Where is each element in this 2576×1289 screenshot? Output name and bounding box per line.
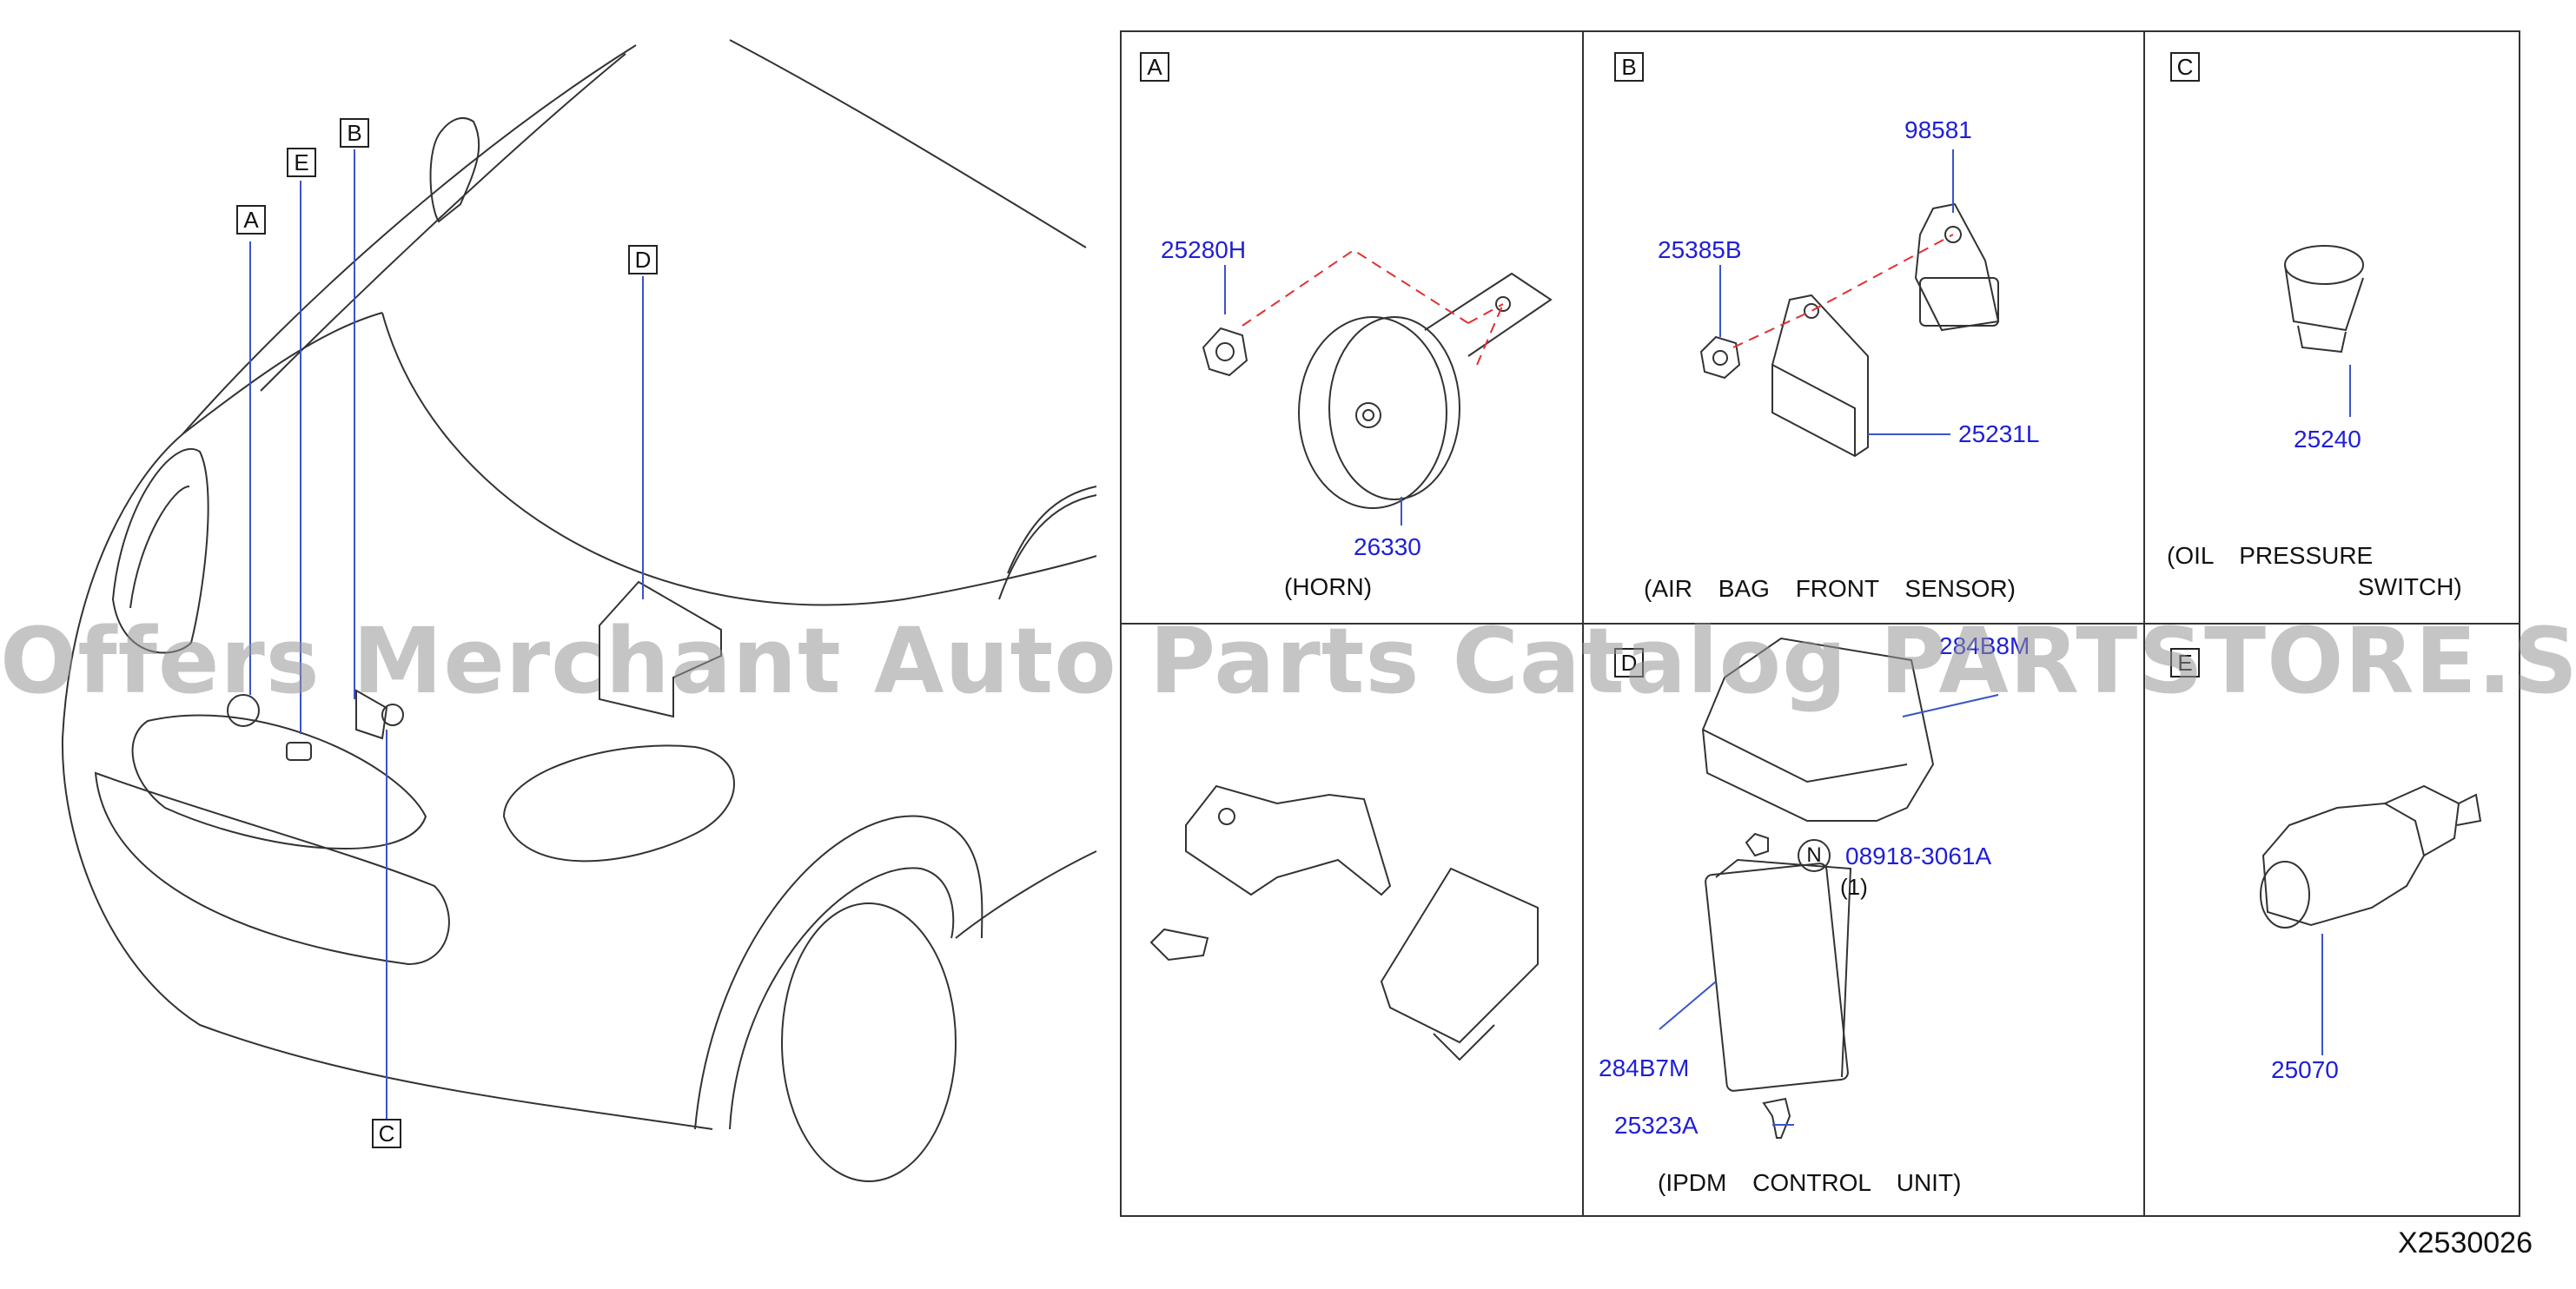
callout-e: E [287,148,316,177]
nut-symbol: N [1806,843,1822,867]
diagram-code: X2530026 [2397,1226,2533,1259]
caption-oil-pressure-line2: SWITCH) [2358,573,2462,600]
panel-d-label: D [1614,648,1644,678]
caption-air-bag-front-sensor: (AIR BAG FRONT SENSOR) [1644,575,2016,602]
callout-d: D [628,245,658,274]
sensor-e-drawing [2260,784,2482,929]
part-number-25385b[interactable]: 25385B [1658,236,1742,263]
caption-horn: (HORN) [1284,573,1373,600]
part-number-284b8m[interactable]: 284B8M [1939,632,2030,659]
part-number-08918-3061a[interactable]: 08918-3061A [1845,843,1992,869]
callout-a: A [236,205,266,235]
ipdm-drawing [1701,637,1935,1139]
callout-c: C [372,1119,401,1148]
panel-c-label: C [2170,52,2200,82]
airbag-sensor-drawing [1699,202,2000,458]
panel-a-label: A [1140,52,1169,82]
oil-switch-drawing [2284,245,2364,354]
part-number-284b7m[interactable]: 284B7M [1599,1054,1690,1081]
part-number-25240[interactable]: 25240 [2294,426,2361,453]
caption-oil-pressure-line1: (OIL PRESSURE [2167,542,2374,569]
bracket-drawing [1149,784,1539,1061]
part-number-26330[interactable]: 26330 [1354,533,1421,560]
car-overview [61,39,1097,1182]
part-number-25231l[interactable]: 25231L [1958,420,2040,447]
caption-ipdm-control-unit: (IPDM CONTROL UNIT) [1658,1169,1962,1196]
part-number-25323a[interactable]: 25323A [1614,1112,1699,1139]
quantity-label: (1) [1840,874,1868,900]
overview-leaders [249,149,644,1119]
panel-b-label: B [1614,52,1644,82]
horn-drawing [1202,272,1553,509]
part-number-25280h[interactable]: 25280H [1161,236,1247,263]
horn-dashed [1242,248,1504,366]
panel-grid [1120,30,2520,1217]
part-number-98581[interactable]: 98581 [1904,116,1972,143]
callout-b: B [340,118,369,148]
watermark: Offers Merchant Auto Parts Catalog PARTS… [0,608,2576,714]
panel-e-label: E [2170,648,2200,678]
part-number-25070[interactable]: 25070 [2271,1056,2339,1083]
